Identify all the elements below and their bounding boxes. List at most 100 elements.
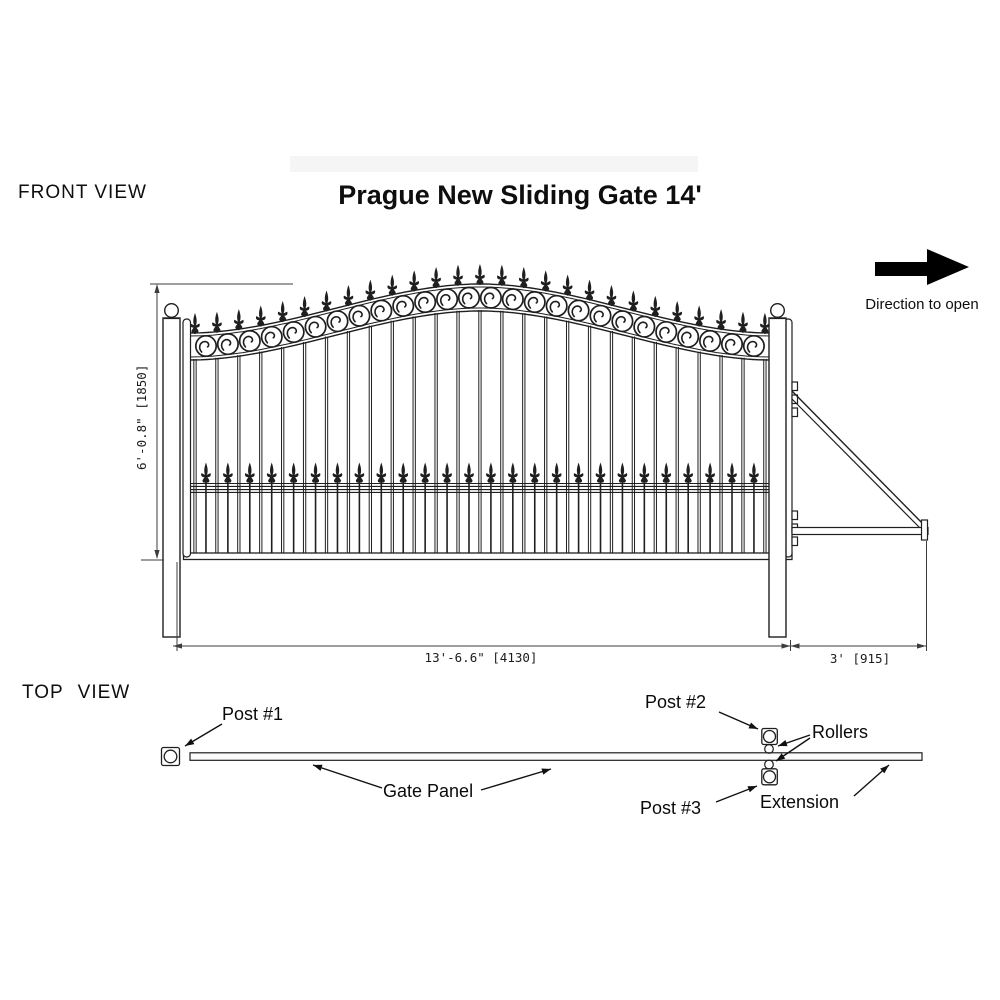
picket-spear-finial-icon	[442, 462, 452, 484]
scroll-spiral	[286, 326, 298, 339]
post1-label: Post #1	[222, 704, 284, 724]
scroll-spiral	[374, 305, 385, 318]
gate-panel-label: Gate Panel	[383, 781, 474, 801]
scroll-circle	[545, 294, 568, 317]
scroll-circle	[589, 304, 612, 327]
gate-stile-left	[182, 318, 192, 558]
scroll-circle	[677, 325, 700, 348]
post-right	[768, 317, 787, 638]
arch-spear-finial-icon	[628, 290, 639, 312]
arch-spear-finial-icon	[694, 305, 704, 327]
arch-spear-finial-icon	[343, 284, 354, 306]
picket-spear-finial-icon	[420, 462, 430, 484]
rollers-leader-lower-arrowhead	[776, 753, 786, 761]
scroll-circle	[699, 329, 722, 353]
picket-spear-finial-icon	[288, 462, 299, 484]
scroll-spiral	[242, 335, 254, 348]
picket-spear-finial-icon	[266, 462, 277, 484]
arch-spear-finial-icon	[409, 270, 420, 292]
scroll-circle	[326, 310, 349, 333]
roller-bracket-nub	[791, 381, 799, 392]
rollers-leader-upper-arrowhead	[778, 740, 788, 747]
scroll-spiral	[264, 331, 276, 344]
scroll-spiral	[702, 335, 714, 348]
scroll-spiral	[549, 300, 561, 313]
scroll-spiral	[593, 310, 604, 323]
extension-bottom-bar	[791, 526, 929, 536]
picket-spear-finial-icon	[727, 462, 737, 484]
picket-spear-finial-icon	[486, 462, 496, 484]
arch-spear-finial-icon	[584, 279, 595, 301]
scroll-spiral	[220, 338, 232, 351]
post-right-ball-finial	[770, 303, 786, 319]
rollers-label: Rollers	[812, 722, 869, 742]
scroll-circle	[436, 288, 459, 311]
arch-spear-finial-icon	[606, 284, 617, 306]
picket-spear-finial-icon	[639, 462, 650, 484]
scroll-circle	[633, 315, 656, 338]
height-dim-arrow-up	[154, 284, 160, 293]
picket-spear-finial-icon	[683, 462, 694, 484]
topview-post3-circle	[762, 770, 777, 784]
post3-label: Post #3	[640, 798, 702, 818]
scroll-spiral	[615, 315, 626, 328]
scroll-spiral	[418, 296, 429, 309]
scroll-spiral	[198, 340, 210, 353]
picket-spear-finial-icon	[354, 462, 365, 484]
extension-hypotenuse-outer	[791, 390, 928, 529]
width-dimension-text: 13'-6.6" [4130]	[424, 650, 538, 665]
scroll-spiral	[637, 321, 648, 334]
arch-spear-finial-icon	[190, 312, 200, 334]
extension-hypotenuse-inner	[791, 398, 921, 529]
width-dim-arrow-left	[173, 643, 182, 649]
picket-spear-finial-icon	[376, 462, 387, 484]
width-dim-arrow-right	[917, 643, 926, 649]
width-dim-arrow-mid-r	[790, 643, 800, 649]
topview-post1-circle	[163, 749, 178, 764]
arch-spear-finial-icon	[212, 311, 222, 333]
arch-spear-finial-icon	[255, 305, 266, 327]
topview-roller-lower	[764, 759, 774, 770]
picket-spear-finial-icon	[310, 462, 321, 484]
scroll-spiral	[352, 310, 363, 323]
topview-post2-circle	[762, 729, 777, 744]
scroll-spiral	[461, 292, 473, 305]
scroll-circle	[348, 304, 371, 327]
scroll-circle	[260, 325, 283, 348]
post1-leader-arrowhead	[185, 738, 195, 746]
arch-bottom-rail-inner	[188, 307, 772, 358]
arch-spear-finial-icon	[738, 311, 748, 333]
topview-gate-panel	[189, 752, 923, 761]
picket-spear-finial-icon	[551, 462, 562, 484]
arch-spear-finial-icon	[760, 312, 770, 334]
arch-spear-finial-icon	[650, 295, 661, 317]
scroll-spiral	[659, 326, 670, 339]
picket-spear-finial-icon	[464, 462, 474, 484]
arch-spear-finial-icon	[387, 274, 398, 296]
post-left-ball-finial	[163, 303, 179, 319]
picket-spear-finial-icon	[661, 462, 672, 484]
arch-spear-finial-icon	[540, 270, 551, 292]
arch-spear-finial-icon	[672, 301, 683, 323]
picket-spear-finial-icon	[332, 462, 343, 484]
picket-spear-finial-icon	[617, 462, 628, 484]
scroll-spiral	[681, 331, 692, 344]
scroll-circle	[304, 315, 327, 338]
scroll-circle	[392, 294, 415, 317]
extension-dimension-text: 3' [915]	[829, 651, 891, 666]
scroll-spiral	[483, 292, 495, 305]
arch-spear-finial-icon	[518, 266, 529, 288]
post2-leader-arrowhead	[748, 722, 758, 729]
scroll-spiral	[308, 321, 320, 334]
arch-spear-finial-icon	[321, 290, 332, 312]
direction-arrow-icon	[875, 249, 969, 285]
page-title: Prague New Sliding Gate 14'	[338, 180, 702, 210]
picket-spear-finial-icon	[223, 462, 233, 484]
scroll-spiral	[330, 315, 341, 329]
picket-spear-finial-icon	[507, 462, 518, 484]
arch-spear-finial-icon	[431, 267, 441, 289]
scroll-circle	[523, 290, 546, 314]
scroll-circle	[216, 333, 239, 356]
